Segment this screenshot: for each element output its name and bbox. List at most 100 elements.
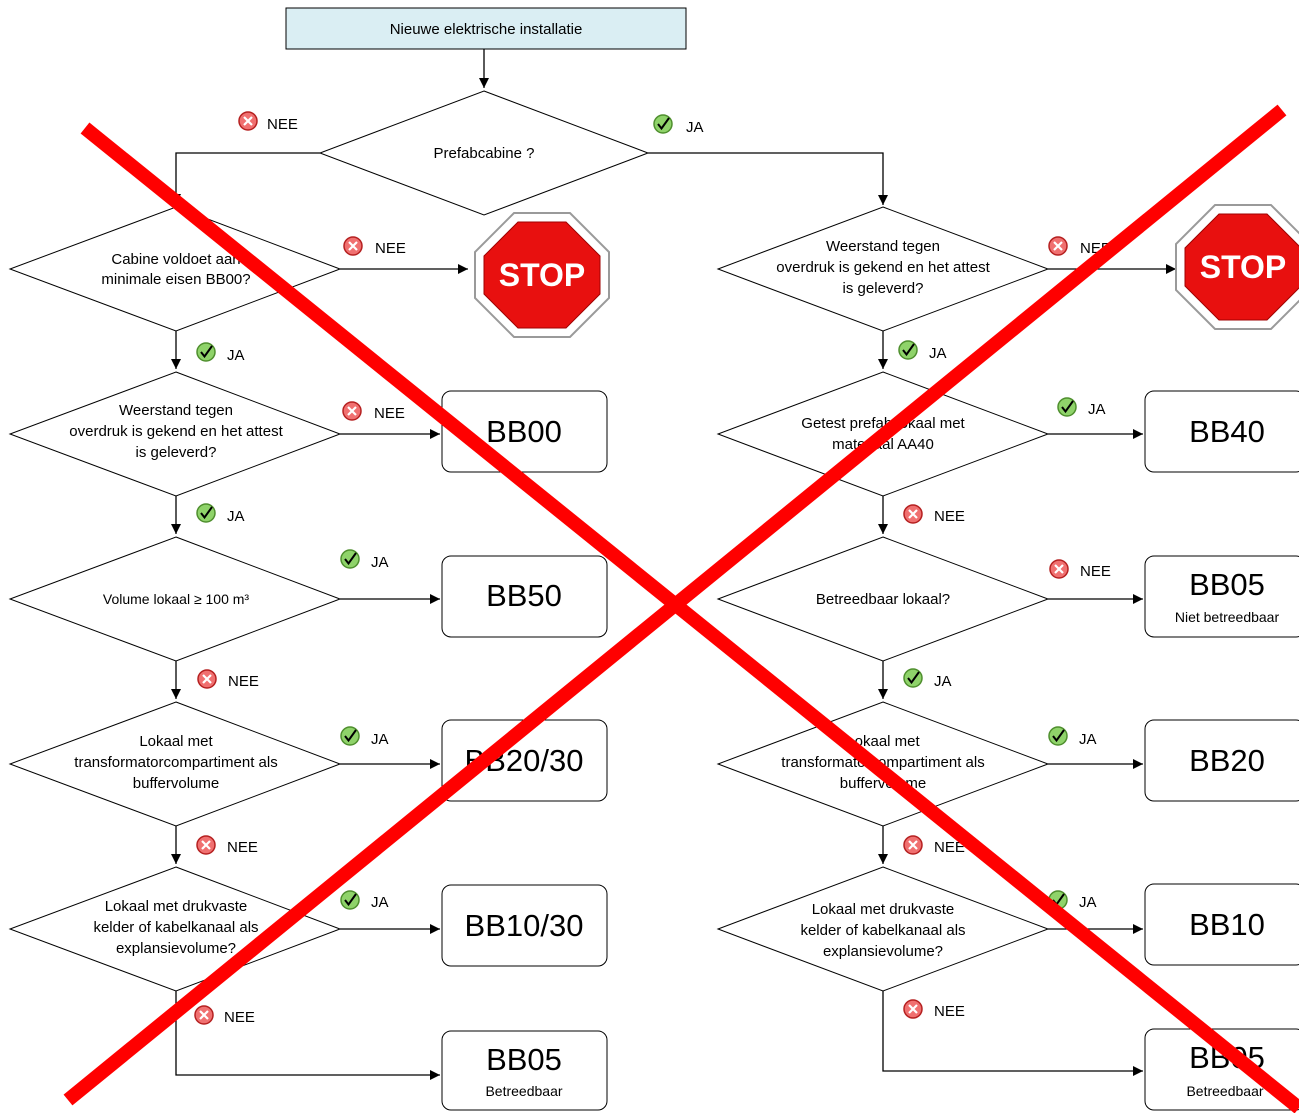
result-left-bb1030-label: BB10/30 <box>465 908 584 943</box>
decision-right-1-line2: overdruk is gekend en het attest <box>776 259 990 276</box>
decision-right-5-line3: explansievolume? <box>823 943 943 960</box>
label-ja: JA <box>1079 731 1097 748</box>
label-ja: JA <box>371 731 389 748</box>
cross-icon <box>1047 235 1069 257</box>
label-nee: NEE <box>934 1003 965 1020</box>
label-nee: NEE <box>224 1009 255 1026</box>
decision-left-2-line3: is geleverd? <box>136 444 217 461</box>
result-right-bb05-niet: BB05 Niet betreedbaar <box>1144 555 1299 638</box>
check-icon <box>653 114 673 134</box>
decision-right-5: Lokaal met drukvaste kelder of kabelkana… <box>716 866 1050 992</box>
start-node: Nieuwe elektrische installatie <box>285 7 687 50</box>
decision-left-4-line1: Lokaal met <box>139 733 213 750</box>
check-icon <box>340 549 360 569</box>
result-left-bb50: BB50 <box>441 555 608 638</box>
check-icon <box>903 668 923 688</box>
result-left-bb05: BB05 Betreedbaar <box>441 1030 608 1111</box>
result-right-bb20-label: BB20 <box>1189 743 1265 778</box>
decision-prefab: Prefabcabine ? <box>318 90 650 216</box>
result-left-bb05-label: BB05 <box>486 1042 562 1077</box>
result-right-bb10-label: BB10 <box>1189 907 1265 942</box>
decision-left-3: Volume lokaal ≥ 100 m³ <box>8 536 342 662</box>
decision-right-1: Weerstand tegen overdruk is gekend en he… <box>716 206 1050 332</box>
result-right-bb20: BB20 <box>1144 719 1299 802</box>
decision-right-4-line1: Lokaal met <box>846 733 920 750</box>
decision-left-4: Lokaal met transformatorcompartiment als… <box>8 701 342 827</box>
label-ja: JA <box>929 345 947 362</box>
decision-right-2-line1: Getest prefab lokaal met <box>801 415 965 432</box>
decision-left-5-line2: kelder of kabelkanaal als <box>93 919 258 936</box>
decision-left-5-line1: Lokaal met drukvaste <box>105 898 248 915</box>
decision-right-5-line1: Lokaal met drukvaste <box>812 901 955 918</box>
label-nee: NEE <box>374 405 405 422</box>
decision-left-4-line3: buffervolume <box>133 775 219 792</box>
check-icon <box>1057 397 1077 417</box>
label-ja: JA <box>1088 401 1106 418</box>
stop-sign-icon: STOP <box>474 212 610 338</box>
decision-prefab-label: Prefabcabine ? <box>434 145 535 162</box>
decision-right-3: Betreedbaar lokaal? <box>716 536 1050 662</box>
result-left-bb50-label: BB50 <box>486 578 562 613</box>
cross-icon <box>196 668 218 690</box>
label-nee: NEE <box>1080 563 1111 580</box>
label-ja: JA <box>371 894 389 911</box>
check-icon <box>340 726 360 746</box>
label-nee: NEE <box>934 839 965 856</box>
check-icon <box>1048 726 1068 746</box>
decision-left-3-label: Volume lokaal ≥ 100 m³ <box>103 591 250 607</box>
result-right-bb05-niet-sub: Niet betreedbaar <box>1175 609 1280 625</box>
decision-left-5-line3: explansievolume? <box>116 940 236 957</box>
result-left-bb1030: BB10/30 <box>441 884 608 967</box>
result-right-bb05-sub: Betreedbaar <box>1186 1083 1263 1099</box>
cross-icon <box>341 400 363 422</box>
label-nee: NEE <box>228 673 259 690</box>
cross-icon <box>902 834 924 856</box>
result-right-bb10: BB10 <box>1144 883 1299 966</box>
label-ja: JA <box>227 508 245 525</box>
decision-left-5: Lokaal met drukvaste kelder of kabelkana… <box>8 866 342 992</box>
cross-icon <box>342 235 364 257</box>
label-ja: JA <box>227 347 245 364</box>
result-right-bb40-label: BB40 <box>1189 414 1265 449</box>
decision-left-2-line1: Weerstand tegen <box>119 402 233 419</box>
cross-icon <box>1048 558 1070 580</box>
decision-left-1-line1: Cabine voldoet aan <box>111 251 240 268</box>
stop-label: STOP <box>499 257 586 293</box>
result-right-bb05: BB05 Betreedbaar <box>1144 1028 1299 1111</box>
stop-label: STOP <box>1200 249 1287 285</box>
decision-left-2: Weerstand tegen overdruk is gekend en he… <box>8 371 342 497</box>
check-icon <box>196 342 216 362</box>
cross-icon <box>902 998 924 1020</box>
label-ja: JA <box>371 554 389 571</box>
result-left-bb05-sub: Betreedbaar <box>485 1083 562 1099</box>
cross-icon <box>902 503 924 525</box>
cross-icon <box>193 1004 215 1026</box>
label-nee: NEE <box>267 116 298 133</box>
check-icon <box>196 503 216 523</box>
strike-cross-icon <box>63 104 1299 1113</box>
result-right-bb05-niet-label: BB05 <box>1189 567 1265 602</box>
stop-sign-icon: STOP <box>1175 204 1299 330</box>
label-ja: JA <box>686 119 704 136</box>
label-ja: JA <box>934 673 952 690</box>
decision-left-1: Cabine voldoet aan minimale eisen BB00? <box>8 206 342 332</box>
label-nee: NEE <box>375 240 406 257</box>
result-right-bb40: BB40 <box>1144 390 1299 473</box>
decision-right-3-label: Betreedbaar lokaal? <box>816 591 950 608</box>
decision-left-2-line2: overdruk is gekend en het attest <box>69 423 283 440</box>
label-nee: NEE <box>227 839 258 856</box>
decision-left-1-line2: minimale eisen BB00? <box>101 271 250 288</box>
check-icon <box>898 340 918 360</box>
label-nee: NEE <box>934 508 965 525</box>
decision-left-4-line2: transformatorcompartiment als <box>74 754 277 771</box>
decision-right-1-line3: is geleverd? <box>843 280 924 297</box>
start-label: Nieuwe elektrische installatie <box>390 21 583 38</box>
label-ja: JA <box>1079 894 1097 911</box>
result-left-bb00-label: BB00 <box>486 414 562 449</box>
decision-right-1-line1: Weerstand tegen <box>826 238 940 255</box>
decision-right-4-line2: transformatorcompartiment als <box>781 754 984 771</box>
cross-icon <box>195 834 217 856</box>
check-icon <box>340 890 360 910</box>
cross-icon <box>237 110 259 132</box>
